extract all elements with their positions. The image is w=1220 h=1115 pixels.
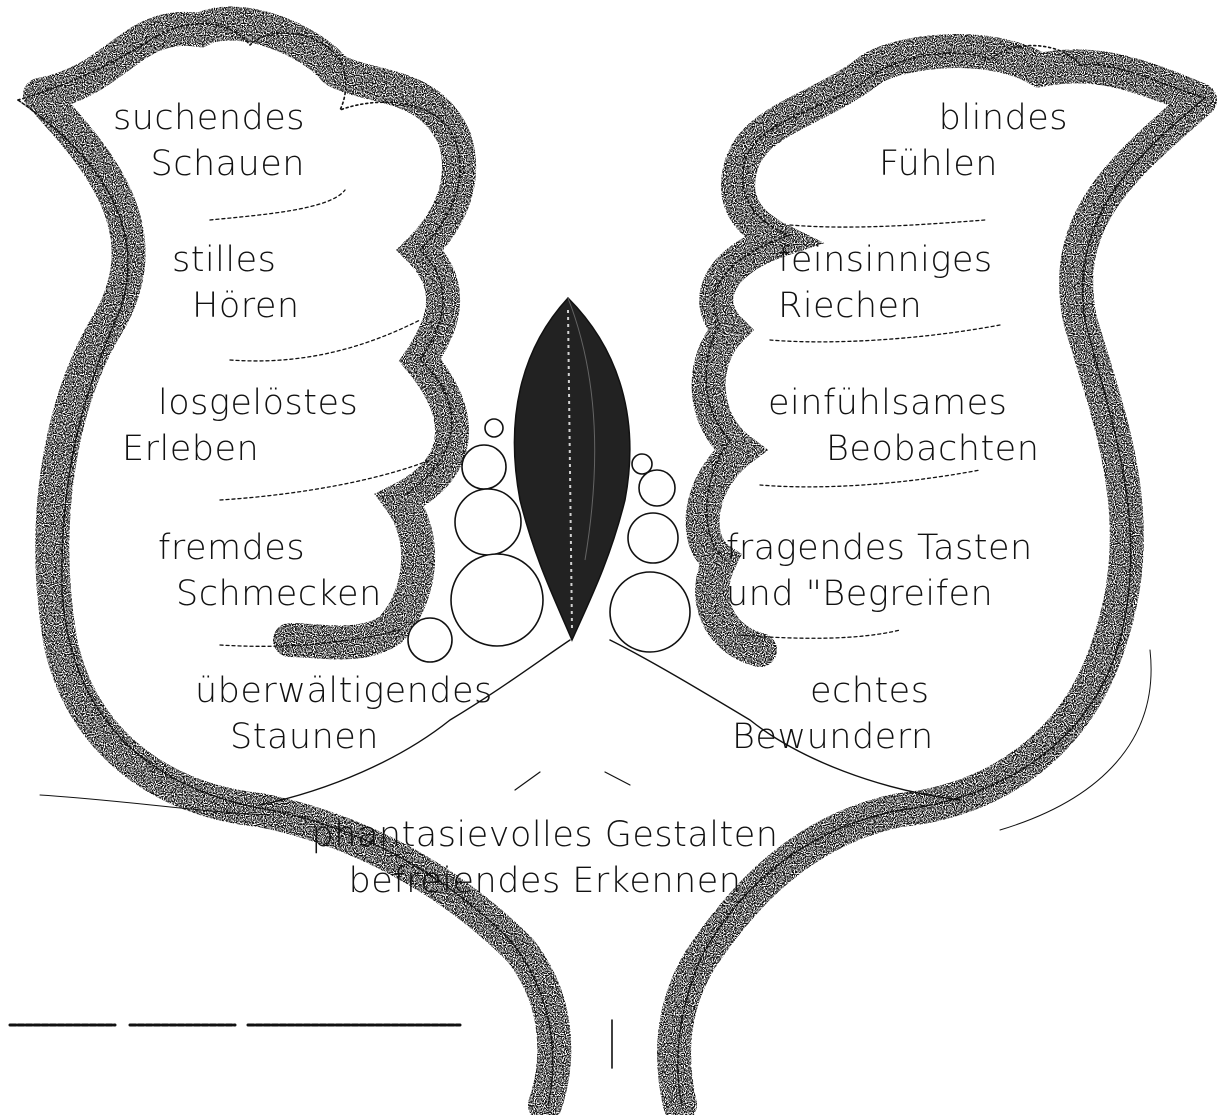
petal-label-suchendes-schauen: suchendes Schauen — [100, 95, 305, 187]
petal-label-line: und "Begreifen — [726, 571, 1033, 617]
petal-label-line: überwältigendes — [195, 668, 493, 714]
petal-label-line: Erleben — [122, 426, 358, 472]
petal-label-ueberwaeltigendes-staunen: überwältigendes Staunen — [195, 668, 493, 760]
petal-label-line: Schmecken — [158, 571, 382, 617]
petal-label-fremdes-schmecken: fremdes Schmecken — [158, 525, 382, 617]
petal-label-stilles-hoeren: stilles Hören — [172, 237, 300, 329]
petal-label-losgeloestes-erleben: losgelöstes Erleben — [122, 380, 358, 472]
petal-label-line: Schauen — [100, 141, 305, 187]
petal-label-line: Fühlen — [840, 141, 1068, 187]
base-label-line: befreiendes Erkennen — [290, 858, 800, 904]
petal-label-echtes-bewundern: echtes Bewundern — [732, 668, 934, 760]
petal-label-line: Hören — [172, 283, 300, 329]
petal-label-line: feinsinniges — [778, 237, 993, 283]
petal-label-line: einfühlsames — [768, 380, 1039, 426]
petal-label-line: blindes — [840, 95, 1068, 141]
petal-label-fragendes-tasten: fragendes Tasten und "Begreifen — [726, 525, 1033, 617]
petal-label-line: fragendes Tasten — [726, 525, 1033, 571]
petal-label-line: echtes — [732, 668, 934, 714]
petal-label-blindes-fuehlen: blindes Fühlen — [840, 95, 1068, 187]
petal-label-line: losgelöstes — [122, 380, 358, 426]
base-label: phantasievolles Gestalten befreiendes Er… — [290, 812, 800, 904]
petal-label-line: Bewundern — [732, 714, 934, 760]
base-label-line: phantasievolles Gestalten — [290, 812, 800, 858]
petal-label-line: suchendes — [100, 95, 305, 141]
petal-label-line: Riechen — [778, 283, 993, 329]
petal-label-line: fremdes — [158, 525, 382, 571]
petal-label-line: stilles — [172, 237, 300, 283]
petal-label-feinsinniges-riechen: feinsinniges Riechen — [778, 237, 993, 329]
petal-label-line: Beobachten — [768, 426, 1039, 472]
petal-label-einfuehlsames-beobachten: einfühlsames Beobachten — [768, 380, 1039, 472]
petal-label-line: Staunen — [195, 714, 493, 760]
